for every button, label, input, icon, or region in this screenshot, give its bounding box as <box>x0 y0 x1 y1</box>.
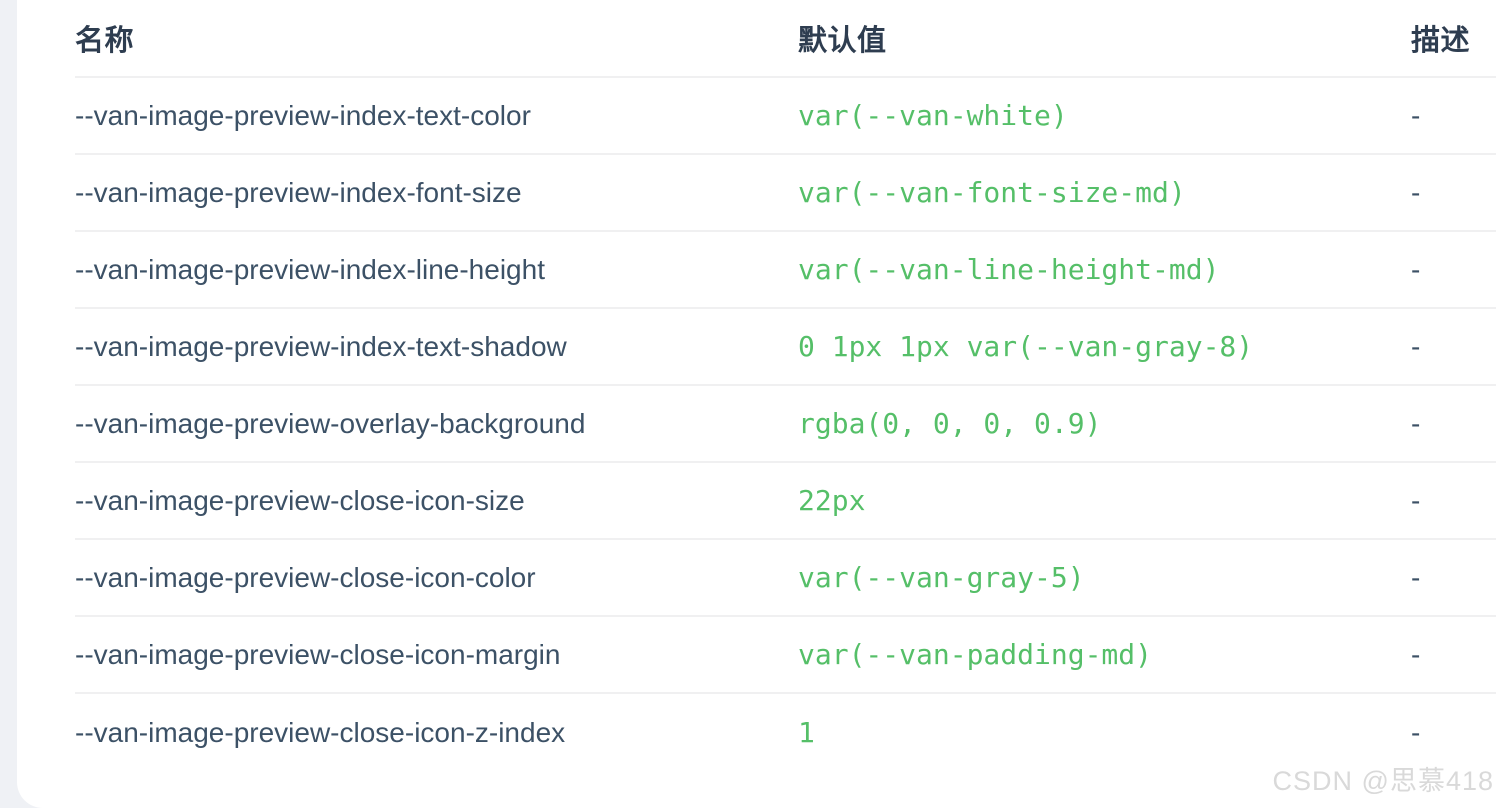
column-header-name: 名称 <box>75 25 135 57</box>
variable-name: --van-image-preview-index-text-shadow <box>75 330 567 362</box>
variable-name: --van-image-preview-close-icon-color <box>75 561 536 593</box>
variable-name: --van-image-preview-overlay-background <box>75 407 586 439</box>
variable-name: --van-image-preview-close-icon-margin <box>75 638 561 670</box>
css-variables-table: 名称 默认值 描述 --van-image-preview-index-text… <box>75 0 1496 771</box>
csdn-watermark: CSDN @思慕418 <box>1272 766 1494 796</box>
description: - <box>1411 99 1421 131</box>
description: - <box>1411 484 1421 516</box>
default-value: var(--van-font-size-md) <box>798 176 1186 209</box>
table-row: --van-image-preview-index-text-color var… <box>75 78 1496 155</box>
table-row: --van-image-preview-close-icon-color var… <box>75 540 1496 617</box>
table-row: --van-image-preview-index-font-size var(… <box>75 155 1496 232</box>
default-value: var(--van-line-height-md) <box>798 253 1220 286</box>
table-row: --van-image-preview-index-line-height va… <box>75 232 1496 309</box>
table-row: --van-image-preview-close-icon-size 22px… <box>75 463 1496 540</box>
description: - <box>1411 176 1421 208</box>
column-header-desc: 描述 <box>1411 25 1471 57</box>
default-value: rgba(0, 0, 0, 0.9) <box>798 407 1102 440</box>
description: - <box>1411 330 1421 362</box>
default-value: 0 1px 1px var(--van-gray-8) <box>798 330 1254 363</box>
table-row: --van-image-preview-close-icon-margin va… <box>75 617 1496 694</box>
default-value: var(--van-gray-5) <box>798 561 1085 594</box>
default-value: var(--van-white) <box>798 99 1068 132</box>
description: - <box>1411 561 1421 593</box>
variable-name: --van-image-preview-close-icon-size <box>75 484 525 516</box>
column-header-default: 默认值 <box>798 25 887 57</box>
default-value: 22px <box>798 484 866 517</box>
variable-name: --van-image-preview-index-font-size <box>75 176 522 208</box>
default-value: var(--van-padding-md) <box>798 638 1153 671</box>
description: - <box>1411 638 1421 670</box>
description: - <box>1411 716 1421 748</box>
variable-name: --van-image-preview-close-icon-z-index <box>75 716 566 748</box>
table-header-row: 名称 默认值 描述 <box>75 0 1496 78</box>
table-row: --van-image-preview-overlay-background r… <box>75 386 1496 463</box>
content-card: 名称 默认值 描述 --van-image-preview-index-text… <box>17 0 1496 808</box>
table-row: --van-image-preview-index-text-shadow 0 … <box>75 309 1496 386</box>
variable-name: --van-image-preview-index-line-height <box>75 253 545 285</box>
description: - <box>1411 253 1421 285</box>
default-value: 1 <box>798 716 815 749</box>
variable-name: --van-image-preview-index-text-color <box>75 99 531 131</box>
table-row: --van-image-preview-close-icon-z-index 1… <box>75 694 1496 771</box>
description: - <box>1411 407 1421 439</box>
